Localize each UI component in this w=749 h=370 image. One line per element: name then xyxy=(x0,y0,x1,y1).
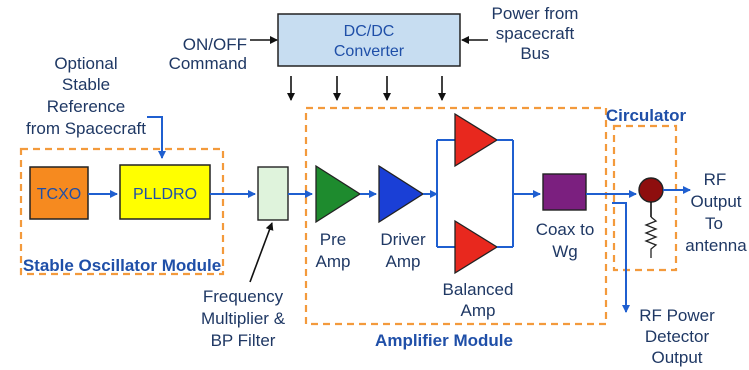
optional-label-line2: Stable xyxy=(62,75,110,94)
rf-output-label-line3: To xyxy=(705,214,723,233)
frequency-label-line3: BP Filter xyxy=(211,331,276,350)
frequency-multiplier-block xyxy=(257,166,289,221)
coax-label-line2: Wg xyxy=(552,242,578,261)
reference-arrow xyxy=(147,116,166,159)
driver-amp-label-line2: Amp xyxy=(386,252,421,271)
plldro-block xyxy=(119,164,211,220)
driver-amp-triangle xyxy=(378,164,425,224)
dcdc-converter-block xyxy=(277,13,461,67)
multiplier-pointer xyxy=(249,222,274,283)
power-label-line1: Power from xyxy=(492,4,579,23)
rf-power-label-line1: RF Power xyxy=(639,306,715,325)
on-off-label-line1: ON/OFF xyxy=(183,35,247,54)
rf-output-label-line2: Output xyxy=(690,192,741,211)
termination-resistor xyxy=(644,216,658,258)
frequency-label-line1: Frequency xyxy=(203,287,284,306)
driver-amp-label-line1: Driver xyxy=(380,230,426,249)
rf-output-label-line1: RF xyxy=(704,170,727,189)
circulator-title: Circulator xyxy=(606,106,687,125)
stable-oscillator-module-title: Stable Oscillator Module xyxy=(23,256,221,275)
tcxo-label: TCXO xyxy=(37,186,81,203)
coax-label-line1: Coax to xyxy=(536,220,595,239)
dcdc-label-line2: Converter xyxy=(334,43,405,60)
pre-amp-label-line2: Amp xyxy=(316,252,351,271)
amplifier-module-title: Amplifier Module xyxy=(375,331,513,350)
tcxo-block xyxy=(29,166,89,220)
coax-to-waveguide-block xyxy=(542,173,587,211)
balanced-amp-upper-triangle xyxy=(454,112,499,168)
amplifier-module-border xyxy=(304,106,608,326)
frequency-label-line2: Multiplier & xyxy=(201,309,286,328)
plldro-label: PLLDRO xyxy=(133,186,197,203)
stable-oscillator-module-border xyxy=(19,147,225,276)
on-off-label-line2: Command xyxy=(169,54,247,73)
optional-label-line1: Optional xyxy=(54,54,117,73)
rf-power-label-line3: Output xyxy=(651,348,702,367)
balanced-amp-label-line1: Balanced xyxy=(443,280,514,299)
pre-amp-triangle xyxy=(315,164,362,224)
balanced-amp-lower-triangle xyxy=(454,219,499,275)
rf-power-detector-tap xyxy=(612,202,630,313)
rf-power-label-line2: Detector xyxy=(645,327,710,346)
power-label-line2: spacecraft xyxy=(496,24,575,43)
power-label-line3: Bus xyxy=(520,44,549,63)
rf-output-label-line4: antenna xyxy=(685,236,747,255)
optional-label-line4: from Spacecraft xyxy=(26,119,146,138)
pre-amp-label-line1: Pre xyxy=(320,230,346,249)
optional-label-line3: Reference xyxy=(47,97,125,116)
balanced-amp-label-line2: Amp xyxy=(461,301,496,320)
circulator-symbol xyxy=(638,177,664,203)
circulator-module-border xyxy=(612,124,678,272)
dcdc-label-line1: DC/DC xyxy=(344,23,395,40)
